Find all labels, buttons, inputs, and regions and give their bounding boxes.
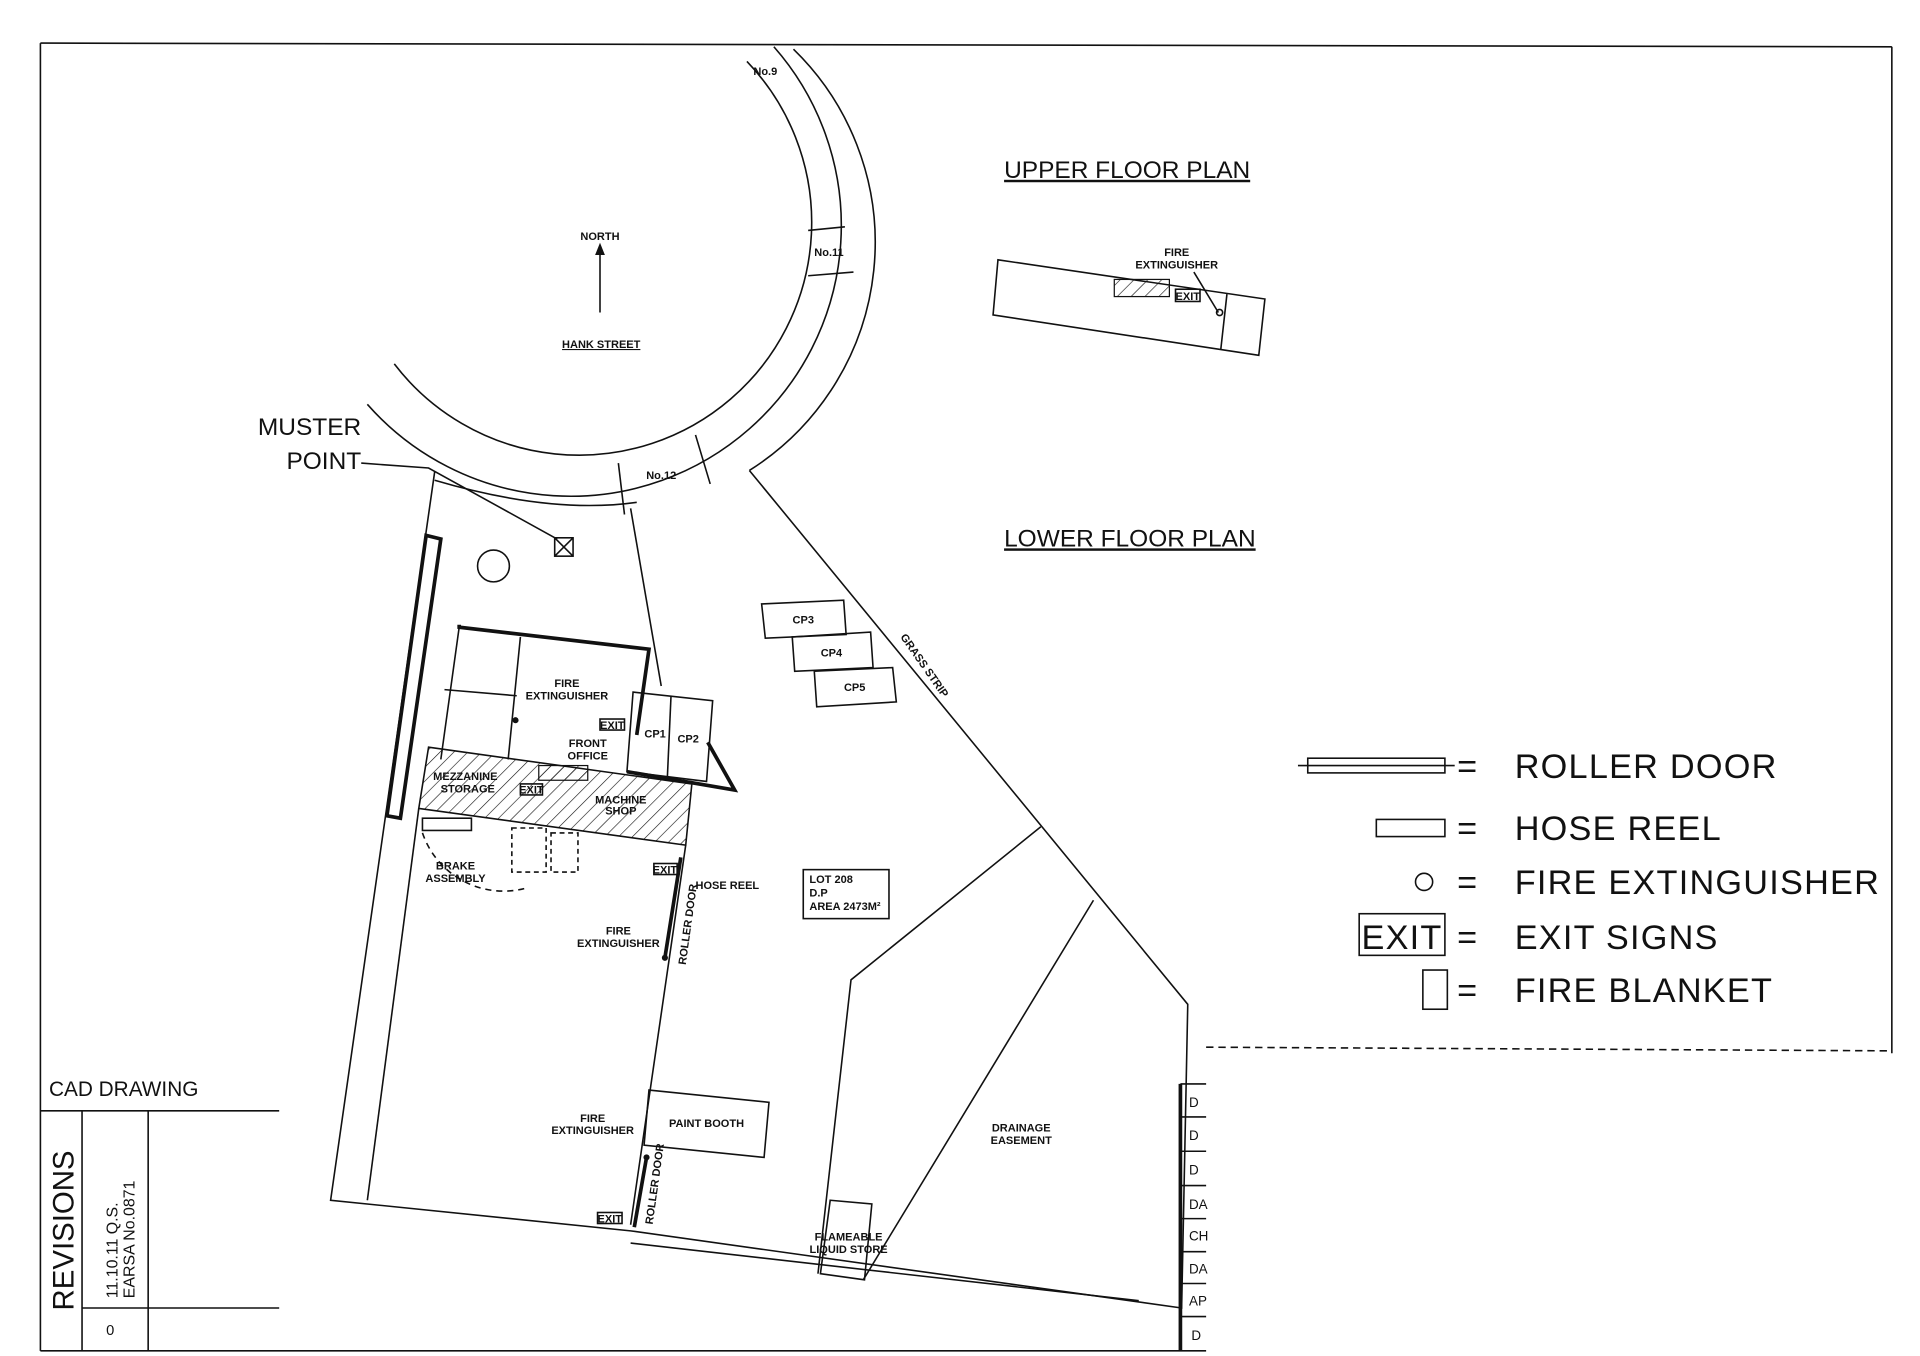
hose-reel-label: HOSE REEL [696,880,760,892]
cp5-label: CP5 [844,682,865,694]
north-label: NORTH [580,231,619,243]
lot-no12: No.12 [646,470,676,482]
fire-extinguisher-icon [643,1154,650,1161]
stairs-icon [538,764,589,781]
brake-l1: BRAKE [436,861,475,873]
exit-sign-3: EXIT [653,864,678,876]
side-title-cells: D D D DA CH DA AP D [1178,1083,1208,1351]
legend-eq: = [1457,864,1478,902]
drainage-l1: DRAINAGE [992,1123,1051,1135]
roller-door-label-1: ROLLER DOOR [677,883,700,965]
legend-eq: = [1457,972,1478,1010]
legend-exit-signs: EXIT SIGNS [1515,919,1719,957]
fire-extinguisher-icon [1414,872,1434,892]
car-parks: CP3 CP4 CP5 CP1 CP2 [644,599,898,745]
legend-eq: = [1457,919,1478,957]
lot-dp: D.P [809,888,827,900]
title-block: CAD DRAWING REVISIONS 11.10.11 Q.S. EARS… [40,1078,280,1351]
lower-floor-title: LOWER FLOOR PLAN [1004,525,1256,552]
side-cell: AP [1189,1294,1207,1309]
cad-drawing-label: CAD DRAWING [49,1078,198,1101]
fire-ext-1-l2: EXTINGUISHER [526,690,609,702]
flammable-l2: LIQUID STORE [810,1244,888,1256]
cp3-label: CP3 [793,615,814,627]
muster-label-2: POINT [286,448,361,475]
paint-booth-label: PAINT BOOTH [669,1118,744,1130]
fire-ext-1-l1: FIRE [554,678,579,690]
side-cell: D [1189,1095,1199,1110]
flammable-store [819,1199,873,1281]
fire-ext-2-l1: FIRE [606,926,631,938]
cp2-label: CP2 [677,733,698,745]
upper-floor-title: UPPER FLOOR PLAN [1004,157,1250,184]
legend-exit-box-text: EXIT [1362,919,1443,957]
brake-l2: ASSEMBLY [425,873,486,885]
fire-extinguisher-icon [1215,308,1224,317]
drawing-frame [39,42,1893,1352]
front-office-l2: OFFICE [568,750,608,762]
legend-eq: = [1457,810,1478,848]
lot-no9: No.9 [753,66,777,78]
fire-extinguisher-icon [661,954,668,961]
hose-reel-icon [1375,818,1446,838]
fire-blanket-icon [1422,969,1449,1011]
lot-info-box: LOT 208 D.P AREA 2473M² [802,868,890,920]
upper-fire-ext-l1: FIRE [1164,247,1189,259]
revision-ref: EARSA No.0871 [122,1180,139,1298]
mezzanine-l2: STORAGE [441,783,495,795]
street-label: HANK STREET [562,339,641,351]
side-cell: CH [1189,1229,1208,1244]
cp1-label: CP1 [644,728,665,740]
north-arrow-icon [595,242,605,255]
legend-eq: = [1457,748,1478,786]
roller-door-1 [663,857,683,959]
upper-floor-plan: EXIT FIRE EXTINGUISHER [992,247,1266,357]
fire-ext-2-l2: EXTINGUISHER [577,938,660,950]
legend-roller-door: ROLLER DOOR [1515,748,1778,786]
circle-marker [476,549,511,583]
fire-ext-3-l2: EXTINGUISHER [551,1125,634,1137]
room-labels: FIRE EXTINGUISHER EXIT FRONT OFFICE MEZZ… [425,678,1052,1256]
muster-label-1: MUSTER [258,414,361,441]
hank-street-roundabout: NORTH HANK STREET No.9 No.11 No.12 [366,46,877,515]
drainage-l2: EASEMENT [991,1135,1052,1147]
exit-sign-4: EXIT [598,1213,623,1225]
front-office-l1: FRONT [569,738,607,750]
exit-sign-1: EXIT [600,720,625,732]
legend-fire-extinguisher: FIRE EXTINGUISHER [1515,864,1880,902]
side-cell: D [1189,1163,1199,1178]
side-cell: DA [1189,1197,1208,1212]
revision-date: 11.10.11 Q.S. [105,1202,122,1298]
muster-point-icon [553,537,574,557]
building [366,624,873,1281]
legend: = ROLLER DOOR = HOSE REEL = FIRE EXTINGU… [1297,748,1880,1011]
revision-number: 0 [106,1323,114,1339]
fire-ext-3-l1: FIRE [580,1113,605,1125]
revisions-label: REVISIONS [47,1150,80,1310]
legend-fire-blanket: FIRE BLANKET [1515,972,1773,1010]
upper-exit-sign: EXIT [1176,291,1201,303]
side-cell: D [1189,1128,1199,1143]
side-cell: D [1191,1328,1201,1343]
lot-no11: No.11 [814,247,843,259]
mezzanine-l1: MEZZANINE [433,771,497,783]
cp4-label: CP4 [821,648,843,660]
machine-shop-l2: SHOP [605,806,636,818]
upper-fire-ext-l2: EXTINGUISHER [1135,259,1218,271]
roller-door-icon [1297,757,1455,774]
legend-hose-reel: HOSE REEL [1515,810,1722,848]
paint-booth [643,1089,770,1159]
machine-shop-l1: MACHINE [595,795,646,807]
fire-extinguisher-icon [512,717,519,724]
roller-door-2 [632,1157,649,1228]
grass-strip-label: GRASS STRIP [898,632,951,700]
exit-sign-2: EXIT [519,785,544,797]
lot-boundary [329,469,1189,1309]
lot-number: LOT 208 [809,874,852,886]
exit-sign-icon [1358,912,1446,957]
lot-area: AREA 2473M² [809,901,881,913]
side-cell: DA [1189,1262,1208,1277]
muster-leader [361,462,558,540]
flammable-l1: FLAMEABLE [815,1232,883,1244]
